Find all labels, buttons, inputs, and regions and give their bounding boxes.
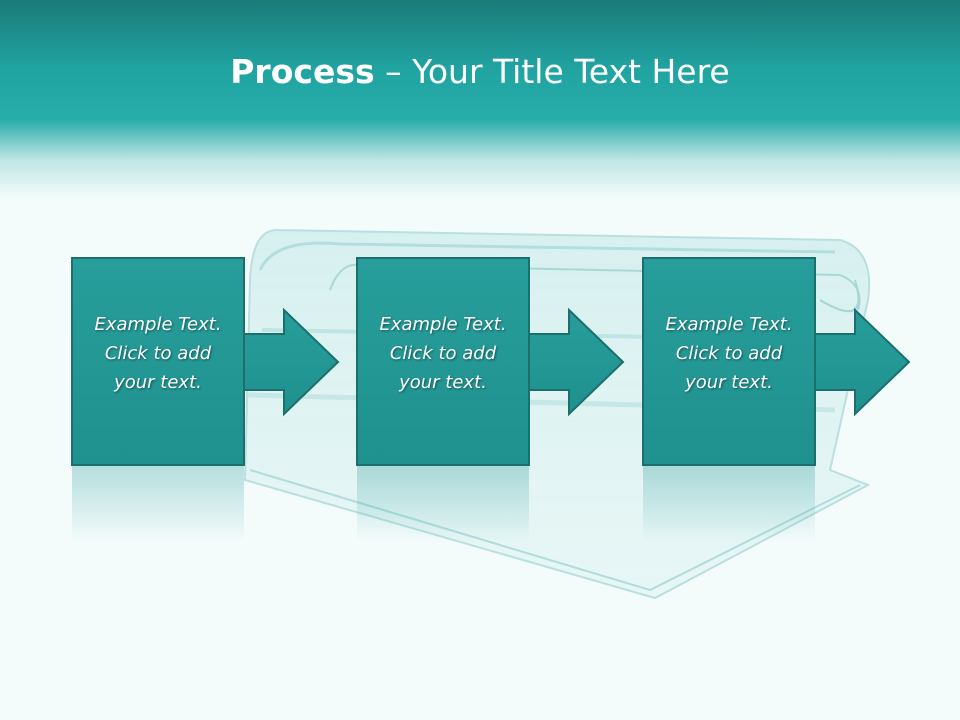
step-2-line-3: your text. (399, 372, 487, 393)
step-3-line-2: Click to add (675, 343, 783, 364)
step-1-line-1: Example Text. (94, 314, 222, 335)
process-step-3[interactable] (642, 257, 911, 466)
box-reflections (72, 466, 815, 542)
step-2-line-1: Example Text. (379, 314, 507, 335)
step-2-textbox[interactable]: Example Text. Click to add your text. (358, 258, 528, 464)
step-1-text: Example Text. Click to add your text. (73, 310, 243, 397)
title-rest-text: – Your Title Text Here (374, 52, 730, 91)
step-1-textbox[interactable]: Example Text. Click to add your text. (73, 258, 243, 464)
step-3-line-3: your text. (685, 372, 773, 393)
slide-title[interactable]: Process – Your Title Text Here (0, 52, 960, 91)
title-banner (0, 0, 960, 200)
step-2-text: Example Text. Click to add your text. (358, 310, 528, 397)
process-step-2[interactable] (356, 257, 625, 466)
step-2-line-2: Click to add (389, 343, 497, 364)
step-2-arrow-icon (528, 307, 625, 417)
step-1-box (71, 257, 245, 466)
step-3-text: Example Text. Click to add your text. (644, 310, 814, 397)
step-1-line-2: Click to add (104, 343, 212, 364)
process-step-1[interactable] (71, 257, 340, 466)
step-1-line-3: your text. (114, 372, 202, 393)
step-2-box (356, 257, 530, 466)
step-3-textbox[interactable]: Example Text. Click to add your text. (644, 258, 814, 464)
step-3-arrow-icon (814, 307, 911, 417)
step-3-line-1: Example Text. (665, 314, 793, 335)
step-1-arrow-icon (243, 307, 340, 417)
step-3-box (642, 257, 816, 466)
title-bold-text: Process (230, 52, 375, 91)
